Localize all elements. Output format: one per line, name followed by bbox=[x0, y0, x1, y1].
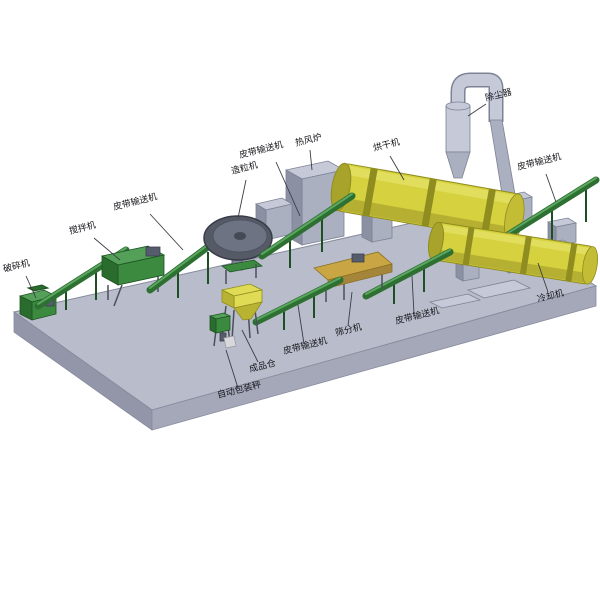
belt-conveyor-6 bbox=[252, 276, 344, 330]
cyclone-dust-collector bbox=[445, 72, 517, 207]
cyclone-cone bbox=[445, 151, 471, 179]
bag bbox=[223, 335, 237, 349]
label-crusher: 破碎机 bbox=[2, 257, 37, 299]
disc-granulator bbox=[203, 215, 273, 284]
screen-motor bbox=[351, 253, 365, 263]
label-crusher-text: 破碎机 bbox=[2, 257, 31, 275]
mixer-motor bbox=[145, 246, 161, 257]
belt-conveyor-3 bbox=[258, 192, 356, 268]
scale-spout bbox=[219, 332, 227, 342]
label-conveyor-top-right-text: 皮带输送机 bbox=[516, 150, 563, 173]
label-conveyor-left-text: 皮带输送机 bbox=[112, 190, 159, 213]
label-conveyor-mid-text: 皮带输送机 bbox=[238, 138, 285, 161]
label-granulator-text: 造粒机 bbox=[230, 159, 259, 177]
mixer bbox=[100, 245, 166, 307]
rotary-cooler bbox=[427, 221, 599, 285]
belt-conveyor-5 bbox=[362, 248, 454, 304]
label-mixer-text: 搅拌机 bbox=[68, 219, 97, 237]
label-conveyor-left: 皮带输送机 bbox=[112, 190, 184, 251]
label-mixer: 搅拌机 bbox=[68, 219, 121, 261]
label-granulator: 造粒机 bbox=[230, 159, 259, 219]
label-hot-blast-stove-text: 热风炉 bbox=[294, 131, 323, 149]
packing-scale bbox=[208, 312, 237, 349]
platform-front-face bbox=[151, 285, 597, 431]
cyclone-body bbox=[445, 105, 471, 153]
label-dryer-text: 烘干机 bbox=[372, 136, 401, 154]
bin-cone bbox=[233, 301, 263, 321]
